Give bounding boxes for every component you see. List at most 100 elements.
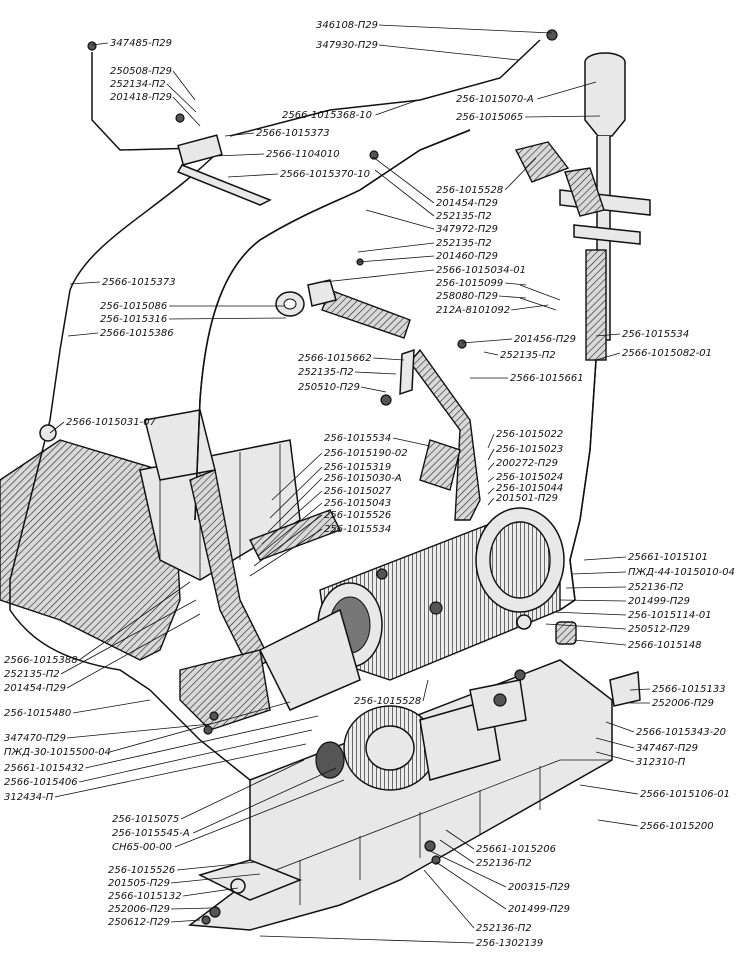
part-label: 347972-П29 <box>436 224 498 235</box>
part-label: 256-1015023 <box>496 444 563 455</box>
leader-line <box>461 338 513 344</box>
part-label: 252136-П2 <box>476 923 532 934</box>
part-label: 312310-П <box>636 757 686 768</box>
leader-line <box>253 514 323 567</box>
leader-line <box>227 173 279 178</box>
part-label: 256-1015030-А <box>324 473 402 484</box>
leader-line <box>629 688 651 691</box>
part-label: 212А-8101092 <box>436 305 510 316</box>
leader-line <box>595 751 635 763</box>
part-label: 256-1015526 <box>108 865 175 876</box>
leader-line <box>166 83 197 113</box>
part-label: 25661-1015101 <box>628 552 708 563</box>
part-label: 250508-П29 <box>110 66 172 77</box>
leader-line <box>378 24 553 34</box>
leader-line <box>183 887 239 897</box>
part-label: 252134-П2 <box>110 79 166 90</box>
leader-line <box>565 586 627 589</box>
part-label: 256-1015316 <box>100 314 167 325</box>
part-label: 201499-П29 <box>628 596 690 607</box>
part-label: 252135-П2 <box>500 350 556 361</box>
leader-line <box>483 351 499 356</box>
part-label: 252136-П2 <box>476 858 532 869</box>
part-label: 25661-1015206 <box>476 844 556 855</box>
leader-line <box>487 487 495 495</box>
leader-line <box>375 99 419 116</box>
part-label: 252135-П2 <box>4 669 60 680</box>
leader-line <box>174 779 345 848</box>
leader-line <box>595 333 621 337</box>
part-label: 256-1015545-А <box>112 828 190 839</box>
part-label: 2566-1015082-01 <box>622 348 712 359</box>
part-label: 256-1015027 <box>324 486 392 497</box>
part-label: 256-1015534 <box>622 329 689 340</box>
leader-line <box>257 502 323 557</box>
part-label: ПЖД-30-1015500-04 <box>4 747 111 758</box>
top-hose <box>229 39 541 137</box>
part-label: 2566-1015200 <box>640 821 714 832</box>
part-label: 200272-П29 <box>496 458 558 469</box>
leader-line <box>69 281 101 285</box>
part-label: 256-1015099 <box>436 278 503 289</box>
part-label: 256-1015075 <box>112 814 179 825</box>
leader-line <box>354 371 397 375</box>
leader-line <box>54 743 307 798</box>
part-label: 2566-1015370-10 <box>280 169 370 180</box>
part-label: 250612-П29 <box>108 917 170 928</box>
leader-line <box>261 490 323 545</box>
part-label: 2566-1104010 <box>266 149 340 160</box>
leader-line <box>393 437 431 447</box>
leader-line <box>267 477 323 533</box>
part-label: 2566-1015386 <box>100 328 174 339</box>
leader-line <box>445 829 475 850</box>
part-label: 200315-П29 <box>508 882 570 893</box>
part-label: 252006-П29 <box>108 904 170 915</box>
leader-line <box>511 304 549 311</box>
leader-line <box>422 679 429 702</box>
part-label: 256-1015044 <box>496 483 563 494</box>
part-label: 252135-П2 <box>298 367 354 378</box>
part-label: 2566-1015034-01 <box>436 265 526 276</box>
part-labels: 347485-П29346108-П29347930-П29250508-П29… <box>4 20 735 949</box>
part-label: 252006-П29 <box>652 698 714 709</box>
part-label: 201501-П29 <box>496 493 558 504</box>
part-label: 2566-1015343-20 <box>636 727 726 738</box>
part-label: 256-1015022 <box>496 429 563 440</box>
part-label: 2566-1015388 <box>4 655 78 666</box>
leader-line <box>85 715 319 769</box>
leader-line <box>357 255 435 263</box>
part-label: 2566-1015106-01 <box>640 789 730 800</box>
leader-line <box>66 723 211 739</box>
leader-line <box>172 70 196 101</box>
part-label: 201505-П29 <box>108 878 170 889</box>
leader-line <box>545 623 627 630</box>
leader-line <box>357 242 435 253</box>
part-label: 256-1015528 <box>354 696 421 707</box>
part-label: ПЖД-44-1015010-04 <box>628 567 735 578</box>
part-label: 256-1015043 <box>324 498 391 509</box>
part-label: 2566-1015373 <box>256 128 330 139</box>
leader-line <box>169 317 287 320</box>
leader-line <box>193 767 337 834</box>
part-label: 347485-П29 <box>110 38 172 49</box>
part-label: 201499-П29 <box>508 904 570 915</box>
part-label: 201454-П29 <box>436 198 498 209</box>
part-label: 347470-П29 <box>4 733 66 744</box>
part-label: 2566-1015031-07 <box>66 417 157 428</box>
leader-line <box>67 332 99 337</box>
leader-line <box>435 861 507 910</box>
leader-line <box>487 497 495 506</box>
leader-line <box>487 448 495 461</box>
part-label: 252135-П2 <box>436 238 492 249</box>
pump-motor <box>315 669 527 791</box>
part-label: 347467-П29 <box>636 743 698 754</box>
leader-line <box>487 476 495 483</box>
part-label: 256-1015319 <box>324 462 391 473</box>
part-label: 2566-1015133 <box>652 684 726 695</box>
leader-line <box>605 721 635 733</box>
leader-line <box>374 169 435 217</box>
leader-line <box>551 611 627 616</box>
leader-line <box>271 452 323 501</box>
part-label: 2566-1015132 <box>108 891 182 902</box>
drawing <box>0 29 651 931</box>
